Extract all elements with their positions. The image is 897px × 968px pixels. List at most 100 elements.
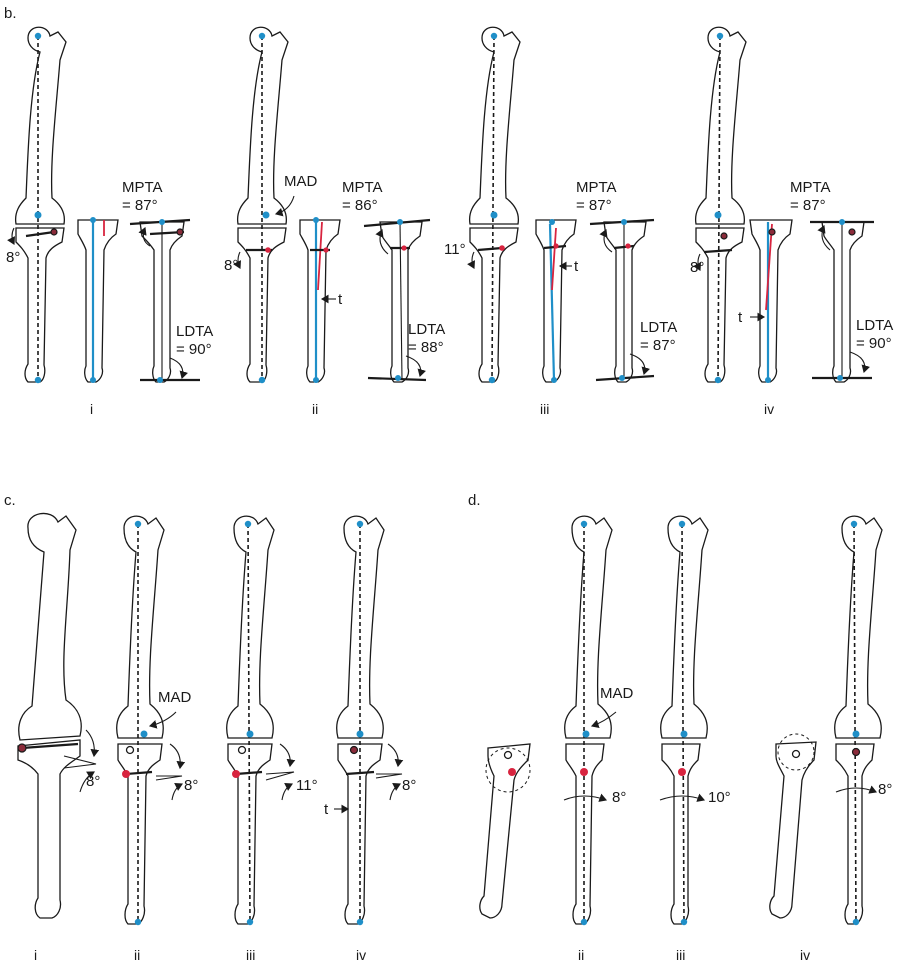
tibia [603, 221, 647, 383]
panel-b-i: 8° MPTA = 87° LDTA = 90° i [6, 26, 213, 417]
varus-arrow [7, 227, 15, 245]
femur [18, 512, 82, 741]
mechanical-axis-line [853, 523, 857, 923]
wedge-arrow-top [279, 743, 296, 768]
wedge-outline [375, 773, 403, 779]
full-leg: 8° [6, 26, 67, 384]
proximal-dot [839, 219, 845, 225]
ldta-label: LDTA [856, 317, 893, 334]
tibia-view-axes [77, 217, 119, 383]
distal-dot [837, 375, 843, 381]
tibia-angles-view: MPTA = 87° LDTA = 90° [122, 179, 213, 383]
panel-c-i: 8° i [17, 512, 100, 963]
correction-angle-label: 8° [86, 773, 100, 790]
proximal-dot [621, 219, 627, 225]
mpta-arrow [817, 224, 831, 251]
proximal-dot [159, 219, 165, 225]
tibial-marker-dot [50, 228, 58, 236]
wedge-arrow-bottom [281, 783, 293, 801]
femur [834, 515, 883, 739]
tibia [821, 221, 865, 383]
panel-number: ii [578, 947, 584, 963]
mad-arrow [274, 195, 295, 217]
hinge-dot [553, 243, 559, 249]
ldta-value: = 90° [176, 341, 212, 358]
ankle-center-dot [680, 918, 688, 926]
proximal-axis-red [551, 227, 557, 291]
ankle-center-dot [580, 918, 588, 926]
wedge-arrow-top [169, 743, 186, 770]
femur [14, 26, 67, 225]
distal-dot [619, 375, 625, 381]
distal-dot [395, 375, 401, 381]
hinge-dot [625, 243, 631, 249]
mpta-label: MPTA [122, 179, 163, 196]
tibia-view-axes: t [299, 217, 343, 383]
femur [336, 515, 385, 739]
mad-label: MAD [158, 689, 192, 706]
hinge-dot [122, 770, 130, 778]
tibia [479, 743, 531, 919]
ankle-center-dot [488, 376, 496, 384]
mpta-label: MPTA [576, 179, 617, 196]
ankle-center-dot [34, 376, 42, 384]
proximal-dot [397, 219, 403, 225]
hip-center-dot [678, 520, 686, 528]
correction-angle-label: 10° [708, 789, 731, 806]
wedge-arrow-bottom [79, 771, 95, 793]
osteotomy-line [613, 244, 635, 250]
panel-number: ii [134, 947, 140, 963]
proximal-dot [313, 217, 319, 223]
tibial-marker-dot [848, 228, 856, 236]
ankle-center-dot [714, 376, 722, 384]
wedge-arrow-bottom [171, 783, 183, 801]
wedge-outline [63, 755, 97, 769]
hinge-dot [499, 245, 505, 251]
mechanical-axis-blue [548, 223, 556, 381]
mad-arrow [590, 711, 617, 729]
femur [564, 515, 613, 739]
panel-number: iii [676, 947, 685, 963]
knee-center-dot [356, 730, 364, 738]
tibia-view-axes: t [738, 219, 793, 383]
femur [226, 515, 275, 739]
mpta-value: = 87° [576, 197, 612, 214]
osteotomy-line [125, 770, 153, 776]
panel-c-ii: 8° MAD ii [116, 515, 198, 963]
hinge-dot [678, 768, 686, 776]
tibia-view-axes: t [535, 219, 579, 383]
mad-label: MAD [284, 173, 318, 190]
translation-label: t [738, 309, 743, 326]
panel-b-ii: MAD 8° t MPTA = 86° [224, 26, 445, 417]
varus-arrow [467, 251, 475, 269]
hinge-dot [580, 768, 588, 776]
translation-label: t [324, 801, 329, 818]
original-hinge-marker [503, 750, 513, 760]
correction-angle-label: 8° [402, 777, 416, 794]
wedge-outline [265, 771, 295, 781]
knee-center-dot [582, 730, 590, 738]
panel-c-iii: 11° iii [226, 515, 318, 963]
proximal-axis-red [765, 223, 773, 311]
varus-arrow [233, 251, 241, 269]
femur [660, 515, 709, 739]
mpta-value: = 86° [342, 197, 378, 214]
full-leg: 11° [444, 26, 521, 384]
tibial-marker-dot [720, 232, 728, 240]
hinge-dot [232, 770, 240, 778]
panel-number: iii [540, 401, 549, 417]
osteotomy-line [21, 742, 79, 750]
hinge-dot [401, 245, 407, 251]
panel-d-v: 8° [834, 515, 892, 926]
panel-d-ii: 8° MAD ii [563, 515, 634, 963]
tibial-plateau-line [363, 218, 431, 228]
ldta-value: = 87° [640, 337, 676, 354]
panel-number: iv [764, 401, 774, 417]
osteotomy-line [703, 248, 733, 254]
hip-center-dot [850, 520, 858, 528]
knee-center-dot [262, 211, 270, 219]
tibial-marker-dot [851, 747, 861, 757]
knee-center-dot [246, 730, 254, 738]
